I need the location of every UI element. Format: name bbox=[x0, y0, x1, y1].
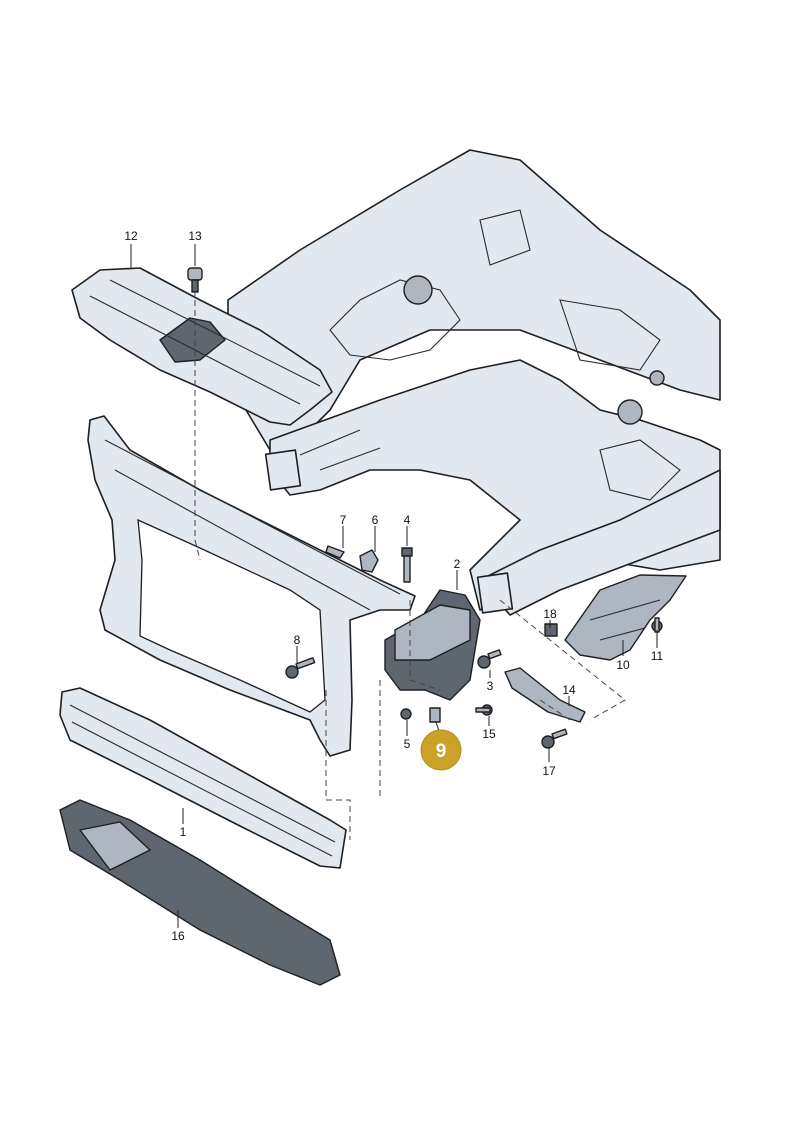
bolt-part-3 bbox=[477, 649, 502, 669]
assembly-lines bbox=[194, 290, 626, 840]
callout-3[interactable]: 3 bbox=[487, 679, 494, 693]
callout-4[interactable]: 4 bbox=[404, 513, 411, 527]
clip-part-6 bbox=[359, 549, 379, 573]
callout-17[interactable]: 17 bbox=[542, 764, 556, 778]
highlight-badge-9[interactable]: 9 bbox=[420, 721, 462, 771]
callout-2[interactable]: 2 bbox=[454, 557, 461, 571]
nut-part-18 bbox=[544, 623, 558, 637]
callout-18[interactable]: 18 bbox=[543, 607, 557, 621]
lock-carrier-frame bbox=[87, 415, 416, 757]
strip-part-14 bbox=[504, 667, 586, 723]
mount-bracket-part-2 bbox=[384, 589, 481, 701]
screw-part-7 bbox=[325, 545, 345, 559]
callout-15[interactable]: 15 bbox=[482, 727, 496, 741]
bolt-part-8 bbox=[285, 657, 316, 679]
clip-part-13 bbox=[187, 267, 203, 293]
bolt-part-4 bbox=[401, 547, 413, 583]
clip-part-9 bbox=[429, 707, 441, 723]
clip-part-15 bbox=[475, 704, 493, 716]
screw-part-17 bbox=[541, 728, 568, 749]
body-shell-structure bbox=[227, 149, 721, 616]
callout-labels: 12 13 7 6 4 2 18 8 10 11 3 14 15 5 17 1 … bbox=[124, 229, 663, 943]
fasteners bbox=[285, 545, 663, 749]
bolt-part-11 bbox=[651, 617, 663, 633]
callout-8[interactable]: 8 bbox=[294, 633, 301, 647]
lower-bracket-part-16 bbox=[59, 799, 341, 986]
side-bracket-part-10 bbox=[564, 574, 687, 661]
callout-13[interactable]: 13 bbox=[188, 229, 202, 243]
callout-11[interactable]: 11 bbox=[651, 649, 664, 663]
callout-16[interactable]: 16 bbox=[171, 929, 185, 943]
highlight-badge-label: 9 bbox=[436, 741, 447, 762]
bumper-carrier-part-1 bbox=[59, 687, 347, 869]
callout-14[interactable]: 14 bbox=[562, 683, 576, 697]
callout-6[interactable]: 6 bbox=[372, 513, 379, 527]
callout-7[interactable]: 7 bbox=[340, 513, 347, 527]
callout-12[interactable]: 12 bbox=[124, 229, 138, 243]
highlight-badge-circle bbox=[420, 729, 462, 771]
leader-lines bbox=[130, 244, 658, 928]
callout-5[interactable]: 5 bbox=[404, 737, 411, 751]
air-duct-part-12 bbox=[71, 267, 333, 426]
callout-10[interactable]: 10 bbox=[616, 658, 630, 672]
nut-part-5 bbox=[400, 708, 412, 720]
callout-1[interactable]: 1 bbox=[180, 825, 187, 839]
